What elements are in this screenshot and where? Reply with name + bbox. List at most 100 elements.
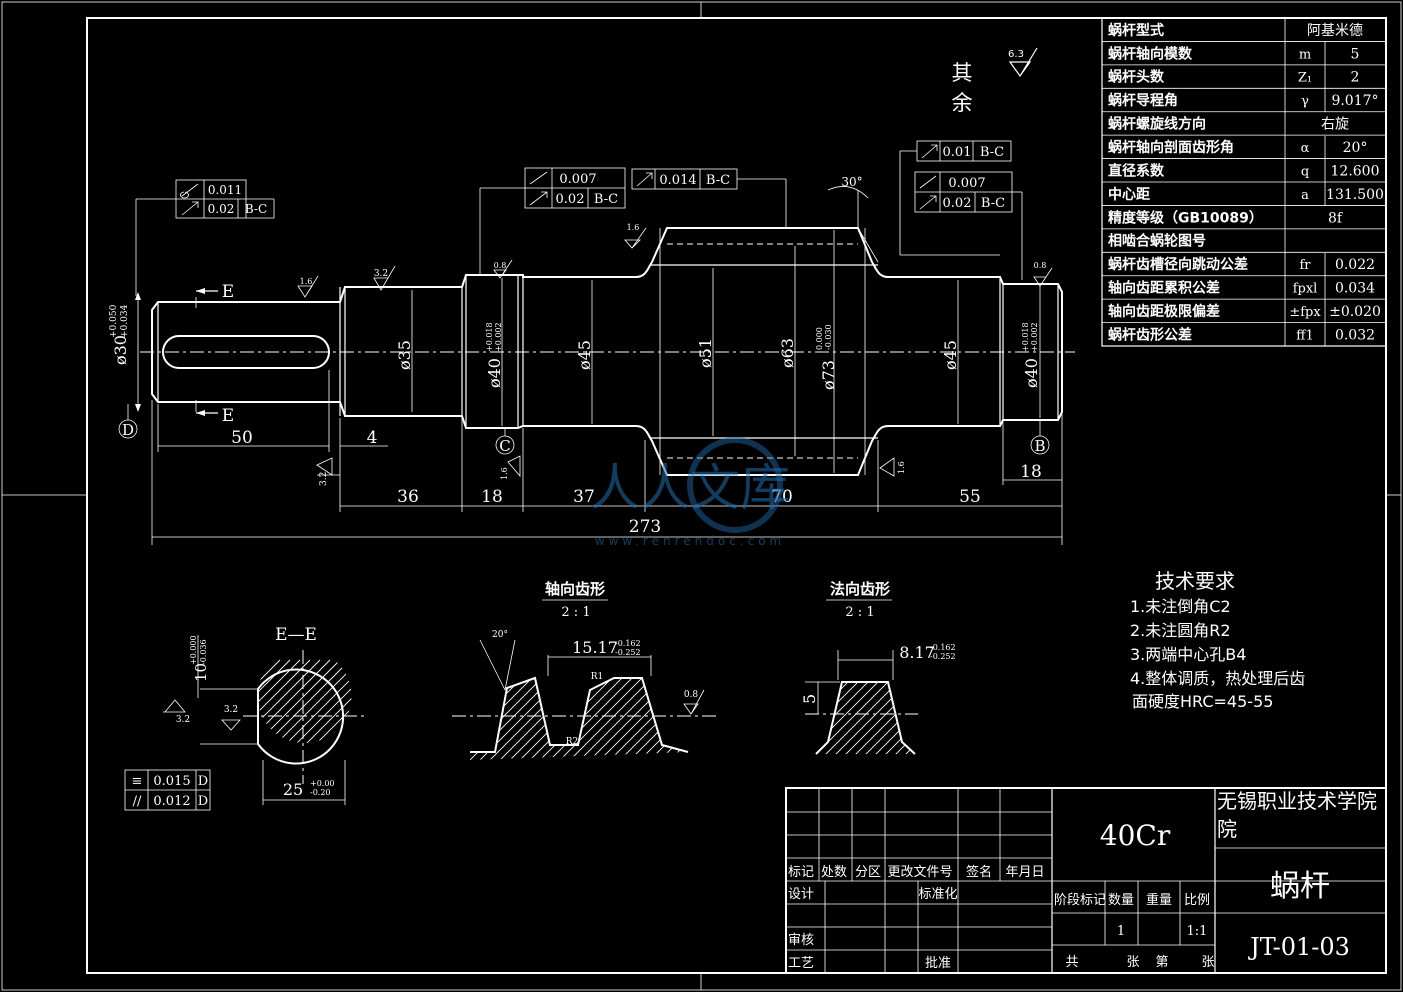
- rest-label-1: 其: [952, 61, 973, 85]
- ee-depth-lo: -0.036: [199, 639, 208, 665]
- normal-dim: 8.17: [899, 643, 935, 662]
- runout-icon: [919, 195, 937, 210]
- svg-text:B-C: B-C: [706, 173, 730, 188]
- param-label: 蜗杆齿形公差: [1108, 326, 1192, 343]
- normal-dim-lo: -0.252: [930, 652, 956, 661]
- rest-roughness: 其 余 6.3: [952, 47, 1038, 115]
- svg-text:1: 1: [1117, 924, 1125, 939]
- dim-18: 18: [481, 487, 503, 507]
- param-symbol: q: [1301, 164, 1309, 179]
- param-label: 中心距: [1108, 186, 1150, 203]
- dim-d40: ø40: [485, 358, 504, 388]
- part-name: 蜗杆: [1270, 869, 1330, 904]
- roughness-marks: 1.6 3.2 0.8 1.6 0.8 3.2 1.6 1.6: [297, 223, 1053, 486]
- param-label: 蜗杆轴向模数: [1108, 45, 1193, 62]
- shaft-main-view: [140, 227, 1075, 476]
- param-label: 蜗杆头数: [1108, 69, 1165, 86]
- svg-text:工艺: 工艺: [788, 956, 814, 971]
- ee-width: 25: [283, 780, 303, 799]
- param-value: 右旋: [1321, 117, 1349, 133]
- technical-requirements: 技术要求 1.未注倒角C2 2.未注圆角R2 3.两端中心孔B4 4.整体调质，…: [1130, 569, 1305, 711]
- param-label: 蜗杆导程角: [1108, 92, 1178, 109]
- param-symbol: α: [1301, 141, 1310, 156]
- param-value: 0.032: [1335, 327, 1375, 343]
- param-value: 阿基米德: [1307, 22, 1363, 39]
- dim-d35: ø35: [395, 340, 414, 370]
- dim-d73: ø73: [819, 360, 838, 390]
- svg-text:1.6: 1.6: [897, 461, 906, 474]
- dim-18-right: 18: [1020, 462, 1042, 482]
- tech-item-2: 2.未注圆角R2: [1130, 621, 1231, 640]
- dim-d30-up: +0.050: [109, 304, 119, 338]
- normal-tooth-profile: 法向齿形 2 : 1 8.17 -0.162 -0.252 5: [800, 580, 956, 755]
- parallelism-icon: //: [133, 794, 142, 809]
- param-symbol: γ: [1301, 94, 1309, 109]
- svg-text:B-C: B-C: [980, 145, 1004, 160]
- svg-text:0.012: 0.012: [153, 794, 190, 809]
- svg-text:0.01: 0.01: [943, 145, 972, 160]
- dim-d73-lo: -0.030: [824, 324, 833, 350]
- svg-text:0.007: 0.007: [948, 176, 985, 191]
- datum-b: B: [1034, 437, 1045, 455]
- runout-icon: [529, 191, 548, 206]
- param-value: 0.034: [1335, 281, 1375, 297]
- svg-text:年月日: 年月日: [1005, 865, 1044, 880]
- svg-text:0.007: 0.007: [559, 172, 596, 187]
- svg-text:批准: 批准: [925, 956, 951, 971]
- normal-scale: 2 : 1: [845, 605, 874, 620]
- axial-dim-lo: -0.252: [615, 648, 641, 657]
- svg-text:张: 张: [1126, 955, 1139, 970]
- param-label: 蜗杆轴向剖面齿形角: [1108, 139, 1234, 156]
- tolerance-frame-mid: 0.007 0.02 B-C: [479, 167, 626, 275]
- svg-text:3.2: 3.2: [374, 269, 388, 279]
- runout-icon: [921, 144, 938, 159]
- svg-text:3.2: 3.2: [224, 705, 238, 715]
- svg-text:0.011: 0.011: [208, 183, 242, 197]
- dim-d45: ø45: [575, 340, 594, 370]
- runout-icon: [181, 201, 199, 216]
- drawing-number: JT-01-03: [1247, 933, 1350, 961]
- watermark-text: 人人文库: [590, 459, 790, 517]
- rest-label-2: 余: [952, 91, 973, 115]
- svg-text:1.6: 1.6: [627, 223, 640, 232]
- angle-label: 30°: [841, 175, 862, 189]
- svg-text:标记: 标记: [788, 865, 814, 880]
- svg-text:0.02: 0.02: [556, 192, 585, 207]
- dim-d30-lo: +0.034: [120, 304, 130, 338]
- dim-55: 55: [959, 487, 981, 507]
- svg-text:0.8: 0.8: [684, 690, 699, 700]
- dim-d63: ø63: [778, 338, 797, 368]
- dim-d40-up: +0.018: [485, 322, 494, 352]
- axial-tooth-profile: 轴向齿形 2 : 1 15.17 -0.162 -0.252 20° R1 R2…: [452, 580, 718, 760]
- svg-text:0.8: 0.8: [494, 261, 507, 270]
- param-label: 直径系数: [1108, 162, 1165, 179]
- watermark-url: www.renrendoc.com: [595, 534, 785, 548]
- cylindricity-icon: [919, 175, 937, 189]
- inner-border: [86, 17, 1387, 974]
- tech-item-1: 1.未注倒角C2: [1130, 597, 1231, 616]
- svg-text:张: 张: [1201, 955, 1214, 970]
- cylindricity-icon: [180, 183, 199, 199]
- section-ee: E—E 10 +0.000 -0.036 25 +0.00 -0.20 3.2 …: [124, 625, 365, 811]
- dim-273: 273: [629, 517, 661, 537]
- dim-d40r-lo: +0.002: [1030, 322, 1039, 352]
- axial-dim-up: -0.162: [615, 639, 641, 648]
- title-block: 40Cr 无锡职业技术学院 院 蜗杆 JT-01-03 标记 处数 分区 更改文…: [785, 787, 1387, 974]
- dim-d73-up: 0.000: [815, 327, 824, 350]
- ee-depth: 10: [192, 663, 210, 682]
- svg-text:0.8: 0.8: [1034, 261, 1047, 270]
- param-symbol: ±fpx: [1289, 305, 1321, 320]
- param-value: 20°: [1343, 140, 1368, 156]
- axial-dim: 15.17: [572, 638, 618, 657]
- axial-title: 轴向齿形: [545, 580, 605, 598]
- svg-text:设计: 设计: [788, 887, 814, 902]
- tech-item-4: 4.整体调质，热处理后齿: [1130, 669, 1305, 688]
- param-label: 蜗杆螺旋线方向: [1108, 116, 1206, 133]
- cut-e-bot: E: [222, 406, 234, 426]
- svg-text:B-C: B-C: [981, 196, 1005, 211]
- dim-36: 36: [397, 487, 419, 507]
- shaft-outline: [151, 227, 1063, 476]
- svg-text:比例: 比例: [1184, 893, 1210, 908]
- param-symbol: ff1: [1296, 328, 1314, 343]
- param-value: 0.022: [1335, 257, 1375, 273]
